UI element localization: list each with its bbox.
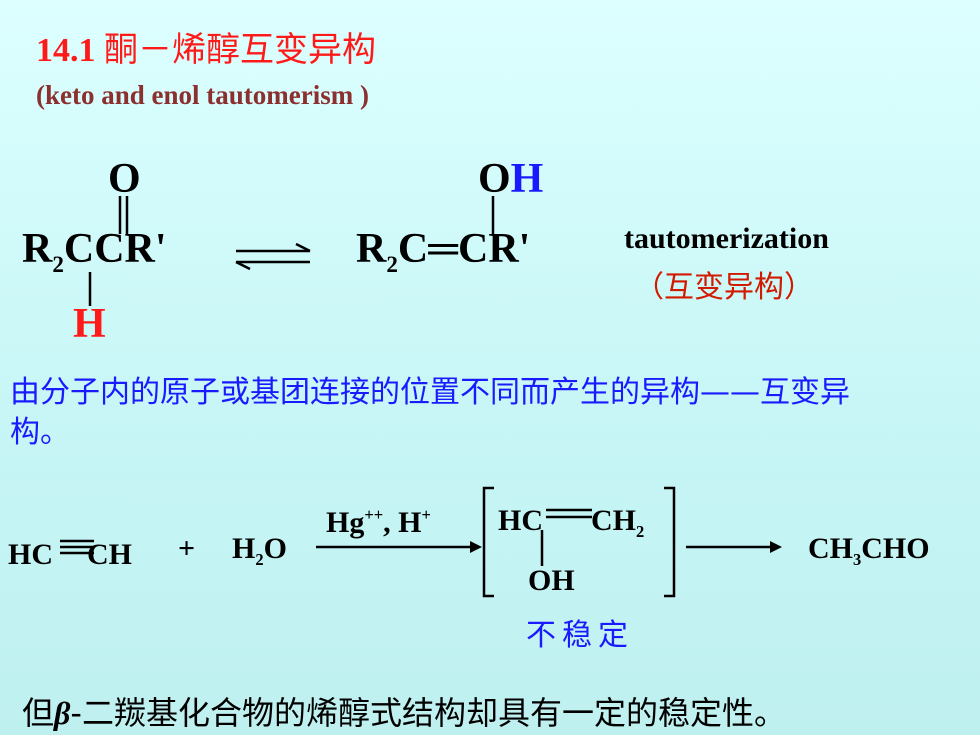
catalyst-h: H [398,506,422,539]
equilibrium-forward-head [295,242,311,253]
reaction-arrow-2-head [770,541,782,553]
catalyst-separator: , [383,506,399,539]
unstable-label: 不稳定 [526,618,634,653]
plus-sign: + [178,532,196,565]
water-h: H [232,532,256,565]
bottom-note-beta: β [54,695,71,731]
catalyst-hg: Hg [326,506,365,539]
tautomerization-cn-label: （互变异构） [634,270,814,305]
enol-c2: CR' [458,226,531,272]
enol-c1: C [397,226,429,272]
intermediate-hc: HC [498,504,543,537]
bottom-note-rest: -二羰基化合物的烯醇式结构却具有一定的稳定性。 [70,694,786,732]
product-cho: CHO [861,532,930,565]
enol-hydroxyl: OH [478,158,543,200]
intermediate-oh: OH [528,564,575,597]
keto-r: R [22,226,53,272]
title-number: 14.1 [36,32,96,69]
bracket-right [664,486,676,598]
acetylene-left: HC [8,538,53,571]
bottom-note-prefix: 但 [22,694,55,732]
catalyst-label: Hg++, H+ [326,504,431,539]
product-sub: 3 [853,550,862,570]
enol-oh-o: O [478,156,511,202]
catalyst-hg-sup: ++ [364,504,384,524]
water-o: O [263,532,287,565]
keto-r-sub: 2 [52,251,64,278]
definition-text: 由分子内的原子或基团连接的位置不同而产生的异构——互变异构。 [10,375,850,450]
product-ch: CH [808,532,853,565]
intermediate-ch-sub: 2 [636,522,645,542]
acetaldehyde: CH3CHO [808,532,930,569]
keto-hydrogen: H [73,301,106,347]
water: H2O [232,532,287,569]
enol-r: R [356,226,387,272]
acetylene: HC≡CH [8,534,132,570]
water-sub: 2 [255,550,264,570]
intermediate-ch: CH [591,504,636,537]
bottom-note: 但β-二羰基化合物的烯醇式结构却具有一定的稳定性。 [22,688,786,734]
bracket-left [482,486,494,598]
equilibrium-backward-head [235,260,251,271]
keto-carbons: CCR' [63,226,167,272]
slide-subtitle: (keto and enol tautomerism ) [36,80,369,110]
catalyst-h-sup: + [421,504,431,524]
acetylene-right: CH [87,538,132,571]
enol-oh-h: H [510,156,544,202]
tautomerization-label: tautomerization [624,222,829,255]
title-text: 酮－烯醇互变异构 [104,30,376,70]
slide-title: 14.1 酮－烯醇互变异构 [36,22,376,71]
keto-formula: R2CCR' [22,226,167,276]
enol-double-bond: ═ [428,226,458,272]
reaction-arrow-1-head [470,541,482,553]
intermediate-formula: HC═CH2 [498,500,644,541]
enol-r-sub: 2 [386,251,398,278]
enol-formula: R2C═CR' [356,226,531,276]
keto-oxygen: O [108,156,141,202]
